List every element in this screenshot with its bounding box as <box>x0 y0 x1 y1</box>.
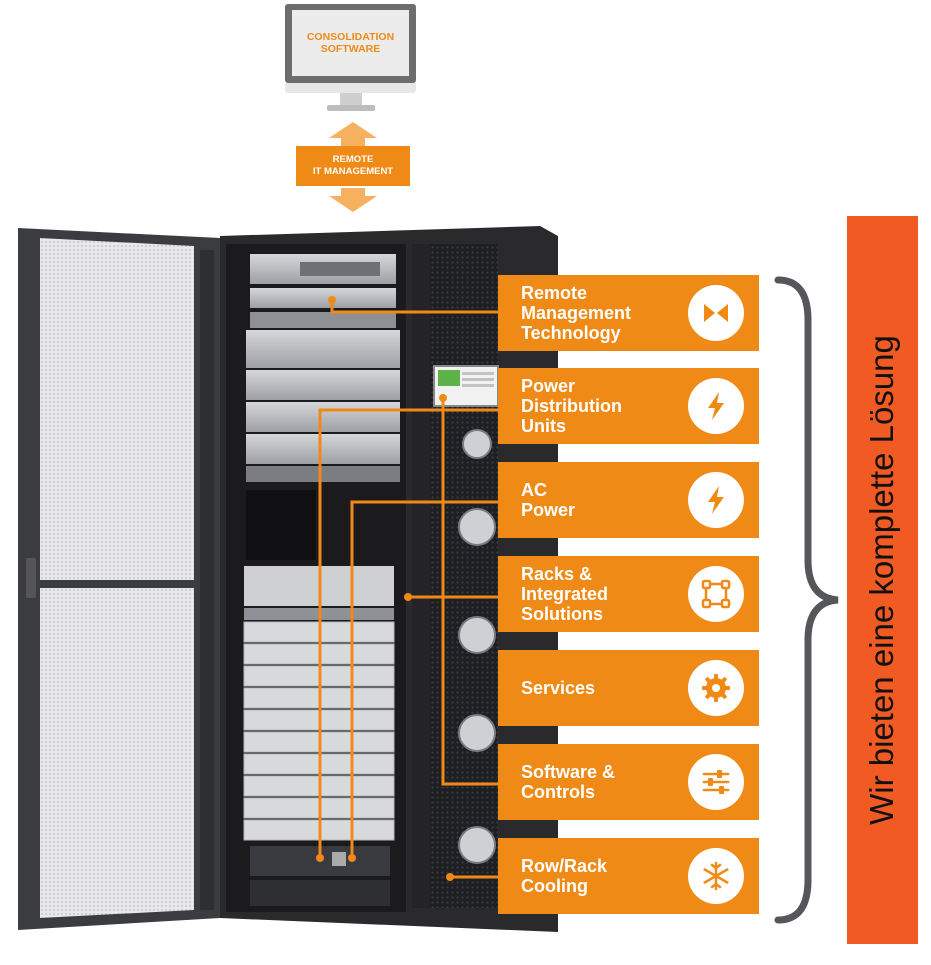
cooling-fans <box>458 429 496 864</box>
category-services: Services <box>498 650 759 726</box>
remote-it-management-box: REMOTE IT MANAGEMENT <box>296 146 410 186</box>
category-label: Software & Controls <box>521 762 616 802</box>
side-label-bar <box>847 216 918 944</box>
category-row-rack-cooling: Row/Rack Cooling <box>498 838 759 914</box>
curly-brace <box>774 276 839 924</box>
category-label: Remote Management Technology <box>521 283 632 343</box>
category-ac-power: AC Power <box>498 462 759 538</box>
lightning-icon <box>688 378 744 434</box>
sliders-icon <box>688 754 744 810</box>
monitor-chin <box>285 83 416 93</box>
category-label: AC Power <box>521 480 576 520</box>
remote-it-management-label: REMOTE IT MANAGEMENT <box>312 154 394 177</box>
category-label: Row/Rack Cooling <box>521 856 608 896</box>
category-racks-integrated: Racks & Integrated Solutions <box>498 556 759 632</box>
up-arrow-icon <box>329 122 377 146</box>
remote-management-icon <box>688 285 744 341</box>
side-label: Wir bieten eine komplette Lösung <box>863 335 900 825</box>
lightning-icon <box>688 472 744 528</box>
category-software-controls: Software & Controls <box>498 744 759 820</box>
gear-icon <box>688 660 744 716</box>
consolidation-software-label: CONSOLIDATION SOFTWARE <box>306 31 395 55</box>
monitor-screen: CONSOLIDATION SOFTWARE <box>292 10 409 76</box>
monitor-foot <box>327 105 375 111</box>
rack-nodes-icon <box>688 566 744 622</box>
rack-door <box>18 228 220 930</box>
server-units <box>243 254 400 906</box>
snowflake-icon <box>688 848 744 904</box>
connector-lines <box>318 300 498 879</box>
category-label: Racks & Integrated Solutions <box>521 564 609 624</box>
category-remote-management: Remote Management Technology <box>498 275 759 351</box>
category-power-distribution: Power Distribution Units <box>498 368 759 444</box>
category-label: Services <box>521 678 596 698</box>
category-label: Power Distribution Units <box>521 376 622 436</box>
down-arrow-icon <box>329 188 377 212</box>
monitor-stand <box>340 93 362 105</box>
